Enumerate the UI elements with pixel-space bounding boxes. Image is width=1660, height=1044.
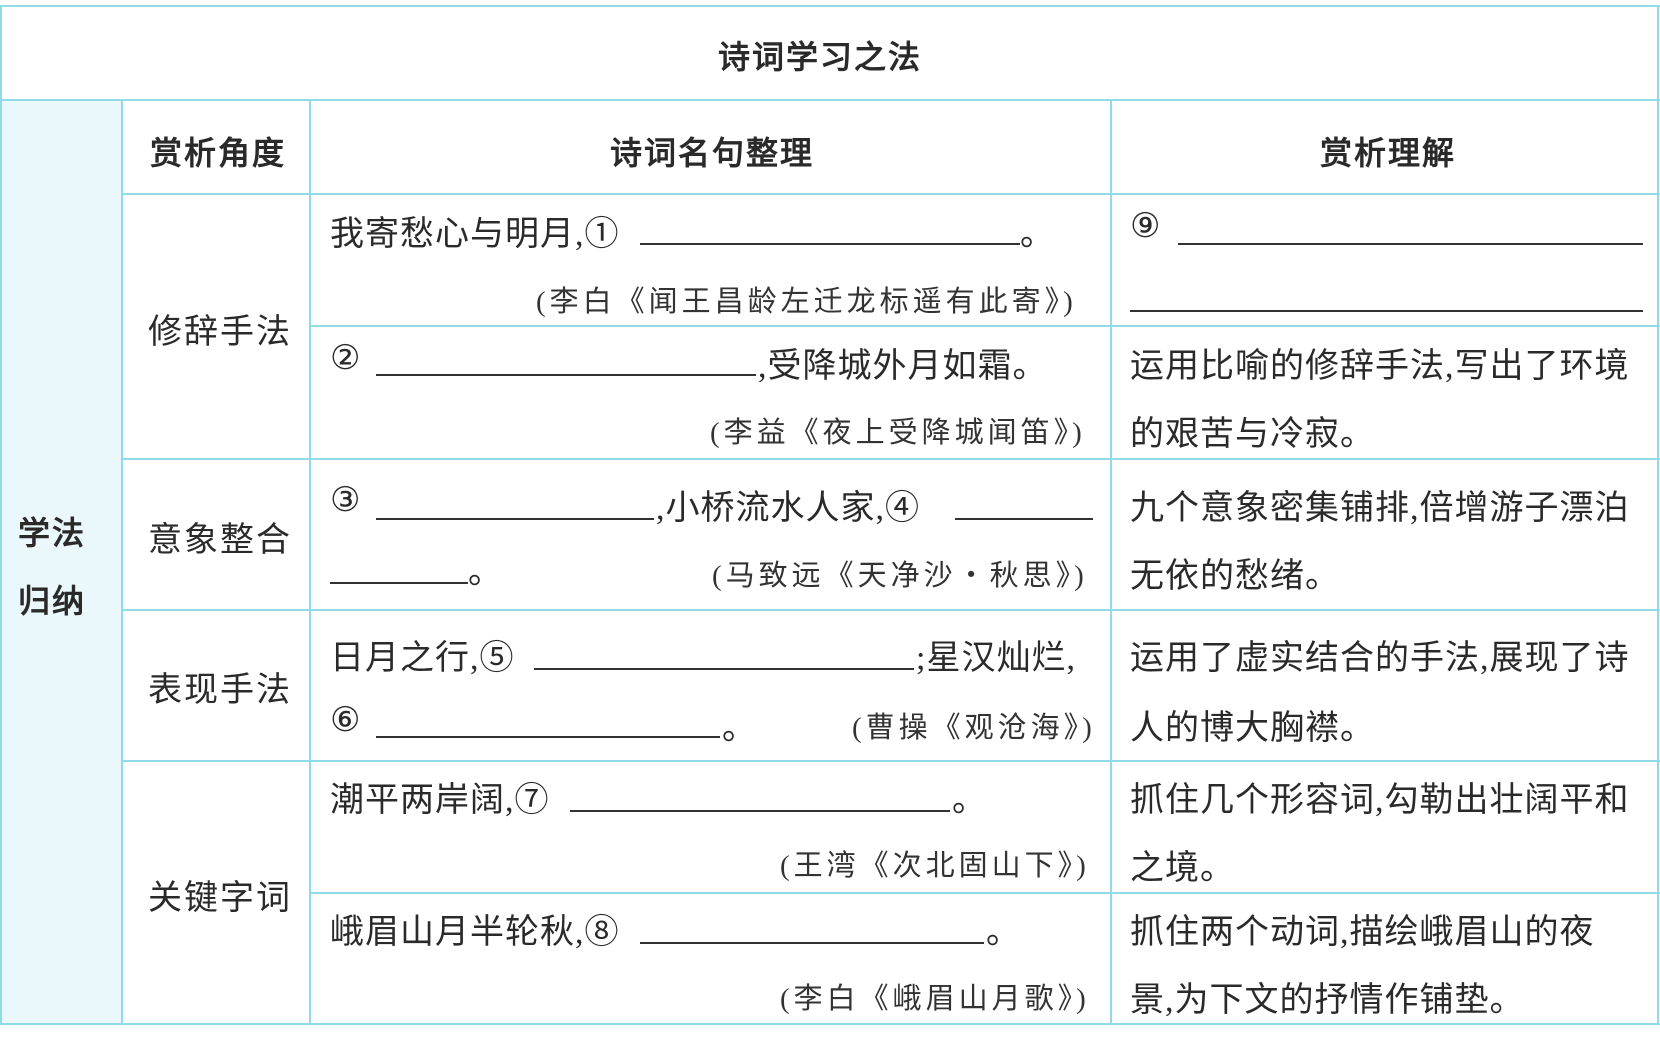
verse-r3-marker: ③	[330, 482, 362, 519]
verse-r2-marker: ②	[330, 340, 362, 377]
grid-line	[310, 325, 1660, 327]
grid-line	[122, 760, 1660, 762]
verse-r3-end: 。	[468, 554, 503, 591]
side-column-shade	[0, 100, 122, 1024]
answer-blank-9b[interactable]	[1130, 310, 1643, 312]
table-title: 诗词学习之法	[718, 38, 923, 76]
side-label-line1: 学法	[18, 514, 87, 552]
appreciation-r5-line2: 之境。	[1130, 850, 1235, 887]
grid-line	[122, 193, 1660, 195]
source-r4: (曹操《观沧海》)	[852, 712, 1096, 744]
source-r5: (王湾《次北固山下》)	[780, 850, 1090, 882]
category-expression: 表现手法	[148, 672, 292, 709]
verse-r1-end: 。	[1020, 216, 1055, 253]
answer-blank-1[interactable]	[640, 243, 1020, 245]
verse-r5-end: 。	[952, 782, 987, 819]
appreciation-r2-line2: 的艰苦与冷寂。	[1130, 416, 1375, 453]
source-r6: (李白《峨眉山月歌》)	[780, 983, 1090, 1015]
verse-r1-start: 我寄愁心与明月,①	[330, 216, 620, 253]
answer-blank-9a[interactable]	[1178, 243, 1643, 245]
grid-line	[1110, 99, 1112, 1025]
verse-r6-start: 峨眉山月半轮秋,⑧	[330, 914, 620, 951]
appreciation-r4-line1: 运用了虚实结合的手法,展现了诗	[1130, 640, 1630, 677]
header-verses: 诗词名句整理	[610, 134, 815, 172]
answer-blank-7[interactable]	[570, 810, 950, 812]
grid-line	[309, 99, 311, 1025]
source-r1: (李白《闻王昌龄左迁龙标遥有此寄》)	[536, 286, 1077, 318]
verse-r2-rest: ,受降城外月如霜。	[758, 348, 1048, 385]
grid-line	[0, 5, 1660, 7]
appreciation-r1-marker: ⑨	[1130, 208, 1162, 245]
answer-blank-8[interactable]	[640, 942, 984, 944]
grid-line	[1657, 5, 1659, 1025]
grid-line	[0, 5, 2, 1025]
appreciation-r4-line2: 人的博大胸襟。	[1130, 710, 1375, 747]
answer-blank-4a[interactable]	[955, 518, 1093, 520]
grid-line	[122, 609, 1660, 611]
source-r3: (马致远《天净沙・秋思》)	[712, 560, 1088, 592]
verse-r6-end: 。	[986, 914, 1021, 951]
appreciation-r6-line1: 抓住两个动词,描绘峨眉山的夜	[1130, 914, 1595, 951]
header-angle: 赏析角度	[150, 134, 287, 172]
source-r2: (李益《夜上受降城闻笛》)	[710, 417, 1086, 449]
category-imagery: 意象整合	[148, 522, 292, 559]
grid-line	[121, 99, 123, 1025]
answer-blank-4b[interactable]	[330, 582, 468, 584]
category-keywords: 关键字词	[148, 880, 292, 917]
grid-line	[310, 892, 1660, 894]
verse-r4-marker: ⑥	[330, 702, 362, 739]
side-label-line2: 归纳	[18, 582, 87, 620]
verse-r4-start: 日月之行,⑤	[330, 640, 515, 677]
answer-blank-5[interactable]	[534, 668, 914, 670]
grid-line	[0, 1023, 1660, 1025]
answer-blank-6[interactable]	[376, 736, 720, 738]
verse-r5-start: 潮平两岸阔,⑦	[330, 782, 550, 819]
header-appreciation: 赏析理解	[1320, 134, 1457, 172]
category-rhetoric: 修辞手法	[148, 314, 292, 351]
appreciation-r2-line1: 运用比喻的修辞手法,写出了环境	[1130, 348, 1630, 385]
appreciation-r3-line1: 九个意象密集铺排,倍增游子漂泊	[1130, 490, 1630, 527]
verse-r4-mid: ;星汉灿烂,	[916, 640, 1076, 677]
grid-line	[0, 99, 1660, 101]
appreciation-r3-line2: 无依的愁绪。	[1130, 558, 1340, 595]
verse-r4-end: 。	[722, 710, 757, 747]
answer-blank-3[interactable]	[376, 518, 654, 520]
appreciation-r6-line2: 景,为下文的抒情作铺垫。	[1130, 982, 1525, 1019]
appreciation-r5-line1: 抓住几个形容词,勾勒出壮阔平和	[1130, 782, 1630, 819]
verse-r3-mid: ,小桥流水人家,④	[656, 490, 920, 527]
answer-blank-2[interactable]	[376, 374, 756, 376]
grid-line	[122, 458, 1660, 460]
